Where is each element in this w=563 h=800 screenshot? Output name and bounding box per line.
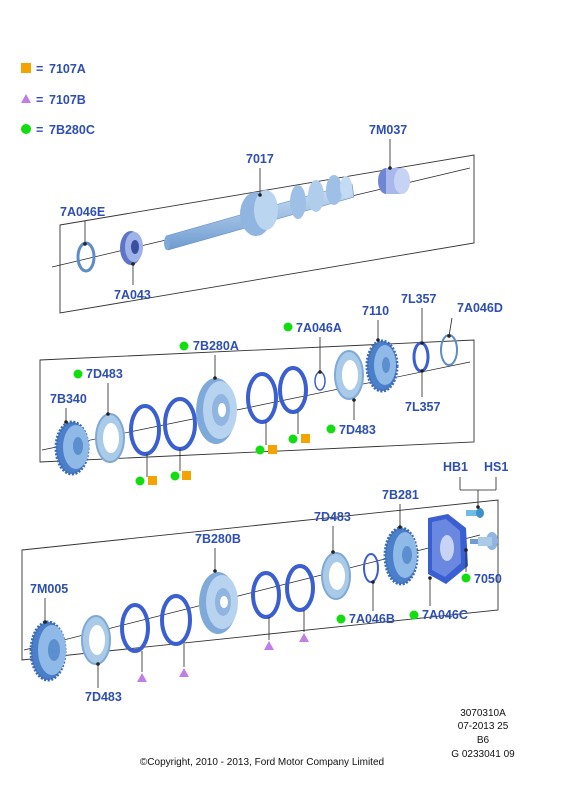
part-7b281-gear	[383, 526, 419, 586]
panel-main-shaft: 7M037 7017 7A046E 7A043	[51, 123, 475, 314]
purple-marker-ring-e	[137, 673, 147, 682]
callout-7050: 7050	[474, 572, 502, 586]
green-marker-ring-c	[255, 445, 265, 455]
green-marker-7a046a	[283, 322, 293, 332]
panel-gear-set-3: HB1 HS1 7B281 7D483 7B280B 7M005 7050 7A…	[21, 460, 508, 704]
part-7a046b-snap-ring	[363, 553, 379, 583]
green-marker-7a046c	[409, 610, 419, 620]
green-marker-ring-a	[135, 476, 145, 486]
callout-7017: 7017	[246, 152, 274, 166]
part-7a046e-snap-ring	[76, 241, 96, 273]
callout-7l357-top: 7L357	[401, 292, 436, 306]
legend-eq-1: =	[36, 62, 43, 76]
callout-7a046e: 7A046E	[60, 205, 105, 219]
callout-7a046b: 7A046B	[349, 612, 395, 626]
copyright: ©Copyright, 2010 - 2013, Ford Motor Comp…	[140, 757, 384, 768]
part-7d483-synchro-ring-a	[95, 413, 125, 463]
callout-7d483-b: 7D483	[339, 423, 376, 437]
part-7050-pin	[470, 532, 498, 550]
ref-code-4: G 0233041 09	[451, 749, 515, 760]
callout-hb1: HB1	[443, 460, 468, 474]
purple-triangle-marker	[21, 94, 31, 103]
callout-7d483-a: 7D483	[86, 367, 123, 381]
orange-marker-ring-d	[301, 434, 310, 443]
orange-marker-ring-c	[268, 445, 277, 454]
green-marker-7050	[461, 573, 471, 583]
part-blue-ring-e	[120, 603, 150, 653]
legend-code-7107b: 7107B	[49, 93, 86, 107]
green-marker-7b280a	[179, 341, 189, 351]
purple-marker-ring-g	[264, 641, 274, 650]
part-7d483-synchro-ring-d	[321, 552, 351, 600]
green-marker-ring-b	[170, 471, 180, 481]
ref-code-3: B6	[477, 735, 490, 746]
orange-marker-ring-a	[148, 476, 157, 485]
part-7b280a-synchro-sleeve	[196, 378, 237, 444]
part-7a043-bearing	[120, 231, 143, 265]
callout-7a046a: 7A046A	[296, 321, 342, 335]
purple-marker-ring-h	[299, 633, 309, 642]
part-7a046c-retainer	[428, 514, 468, 584]
footer: 3070310A 07-2013 25 B6 G 0233041 09 ©Cop…	[140, 708, 515, 768]
callout-7b280a: 7B280A	[193, 339, 239, 353]
green-circle-marker	[21, 124, 31, 134]
legend-eq-2: =	[36, 93, 43, 107]
part-7m037-needle-bearing	[378, 168, 410, 194]
green-marker-7d483-a	[73, 369, 83, 379]
callout-7a043: 7A043	[114, 288, 151, 302]
panel-2-frame	[39, 339, 475, 463]
part-7m005-gear	[29, 620, 67, 682]
part-hb1-bolt	[466, 508, 484, 518]
callout-7m037: 7M037	[369, 123, 407, 137]
part-blue-ring-h	[285, 564, 315, 612]
callout-7a046c: 7A046C	[422, 608, 468, 622]
callout-7b280b: 7B280B	[195, 532, 241, 546]
panel-3-frame	[21, 499, 499, 661]
part-blue-ring-f	[160, 594, 192, 646]
part-7110-gear	[365, 339, 399, 393]
part-7l357-ring	[412, 341, 430, 373]
callout-hs1: HS1	[484, 460, 508, 474]
callout-7l357-bottom: 7L357	[405, 400, 440, 414]
orange-marker-ring-b	[182, 471, 191, 480]
callout-7110: 7110	[362, 304, 389, 318]
green-marker-7d483-b	[326, 424, 336, 434]
legend: = 7107A = 7107B = 7B280C	[21, 62, 95, 137]
part-small-clip	[314, 371, 326, 391]
orange-square-marker	[21, 63, 31, 73]
part-7b280b-synchro-sleeve	[199, 572, 238, 634]
part-7017-main-shaft	[164, 175, 355, 251]
legend-code-7b280c: 7B280C	[49, 123, 95, 137]
callout-7a046d: 7A046D	[457, 301, 503, 315]
part-blue-ring-a	[129, 404, 161, 456]
part-7b340-gear	[54, 420, 90, 476]
panel-gear-set-2: 7110 7L357 7A046D 7A046A 7B280A 7D483 7B…	[39, 292, 503, 486]
part-7a046d-snap-ring	[440, 334, 458, 366]
part-blue-ring-g	[251, 571, 281, 619]
green-marker-7a046b	[336, 614, 346, 624]
green-marker-ring-d	[288, 434, 298, 444]
callout-7d483-c: 7D483	[314, 510, 351, 524]
ref-code-2: 07-2013 25	[458, 721, 509, 732]
callout-7d483-d: 7D483	[85, 690, 122, 704]
part-7d483-synchro-ring-c	[81, 615, 111, 665]
part-blue-ring-c	[246, 372, 278, 424]
purple-marker-ring-f	[179, 668, 189, 677]
callout-7b281: 7B281	[382, 488, 419, 502]
part-7d483-synchro-ring-b	[334, 350, 364, 400]
callout-7b340: 7B340	[50, 392, 87, 406]
part-blue-ring-d	[278, 366, 308, 414]
callout-7m005: 7M005	[30, 582, 68, 596]
legend-eq-3: =	[36, 123, 43, 137]
ref-code-1: 3070310A	[460, 708, 506, 719]
legend-code-7107a: 7107A	[49, 62, 86, 76]
